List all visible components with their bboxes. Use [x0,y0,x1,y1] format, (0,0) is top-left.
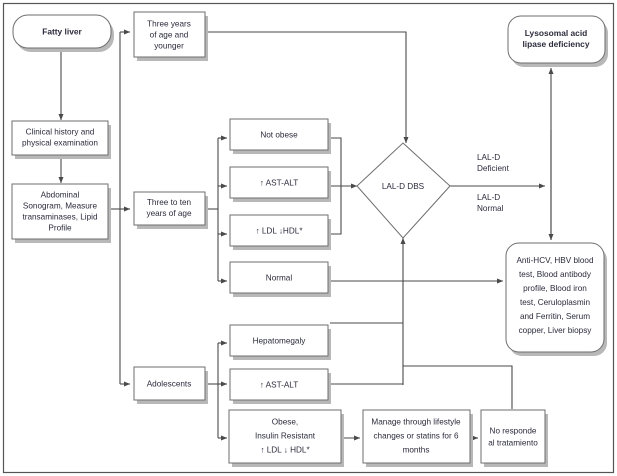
node-obese-insulin-line-0: Obese, [272,418,298,427]
node-normal[interactable]: Normal [229,261,331,297]
node-obese-insulin-line-1: Insulin Resistant [255,432,316,441]
node-anti-hcv-line-3: test, Ceruloplasmin [520,298,591,307]
node-clinical-history[interactable]: Clinical history and physical examinatio… [11,120,111,159]
node-anti-hcv-line-4: and Ferritin, Serum [520,312,590,321]
node-fatty-liver[interactable]: Fatty liver [12,14,114,52]
node-ldl-hdl-child[interactable]: ↑ LDL ↓HDL* [229,214,331,250]
node-three-years-younger-line-1: of age and [150,31,189,40]
edge-label-deficient-line-1: Deficient [477,164,510,173]
node-abdominal-sonogram-line-1: Sonogram, Measure [23,202,98,211]
node-three-to-ten[interactable]: Three to ten years of age [133,191,208,229]
edge-label-normal-line-1: Normal [477,204,504,213]
node-three-to-ten-line-0: Three to ten [147,198,192,207]
node-no-responde[interactable]: No responde al tratamiento [480,409,548,467]
node-lysosomal-line-0: Lysosomal acid [525,28,588,38]
node-anti-hcv-line-5: copper, Liver biopsy [519,326,593,335]
node-no-responde-line-1: al tratamiento [488,439,538,448]
node-three-to-ten-line-1: years of age [146,209,192,218]
node-not-obese-line-0: Not obese [260,131,298,140]
node-adolescents-line-0: Adolescents [147,380,192,389]
connector-layer [58,29,554,441]
node-abdominal-sonogram[interactable]: Abdominal Sonogram, Measure transaminase… [11,183,111,243]
node-anti-hcv-line-0: Anti-HCV, HBV blood [516,256,594,265]
node-ast-alt-child[interactable]: ↑ AST-ALT [229,166,331,202]
node-hepatomegaly-line-0: Hepatomegaly [253,337,307,346]
node-lysosomal[interactable]: Lysosomal acid lipase deficiency [507,15,608,67]
node-manage-lifestyle-line-0: Manage through lifestyle [371,418,461,427]
node-anti-hcv-line-2: profile, Blood iron [523,284,587,293]
node-abdominal-sonogram-line-3: Profile [48,224,72,233]
node-not-obese[interactable]: Not obese [229,118,331,154]
node-hepatomegaly[interactable]: Hepatomegaly [229,324,331,360]
node-obese-insulin-line-2: ↑ LDL ↓ HDL* [260,446,310,455]
node-anti-hcv-line-1: test, Blood antibody [519,270,592,279]
edge-label-lal-d-deficient: LAL-D Deficient [477,153,510,173]
node-no-responde-line-0: No responde [490,427,537,436]
node-three-years-younger-line-2: younger [154,42,184,51]
node-lysosomal-line-1: lipase deficiency [522,39,589,49]
node-lal-d-dbs[interactable]: LAL-D DBS [356,142,451,239]
node-clinical-history-line-1: physical examination [22,139,98,148]
node-anti-hcv[interactable]: Anti-HCV, HBV blood test, Blood antibody… [505,242,607,356]
node-ldl-hdl-child-line-0: ↑ LDL ↓HDL* [255,227,303,236]
edge-threeyears-to-dbs [205,31,409,144]
node-obese-insulin[interactable]: Obese, Insulin Resistant ↑ LDL ↓ HDL* [228,409,344,467]
node-ast-alt-child-line-0: ↑ AST-ALT [260,179,299,188]
node-ast-alt-adolescent[interactable]: ↑ AST-ALT [229,368,331,404]
edge-label-deficient-line-0: LAL-D [477,153,500,162]
node-manage-lifestyle-line-2: months [403,446,430,455]
node-fatty-liver-line-0: Fatty liver [42,27,82,37]
edge-noresponde-to-riser [403,365,513,409]
node-lal-d-dbs-line-0: LAL-D DBS [382,182,425,191]
edge-label-lal-d-normal: LAL-D Normal [477,193,504,213]
node-abdominal-sonogram-line-0: Abdominal [41,191,80,200]
node-three-years-younger-line-0: Three years [147,20,191,29]
node-clinical-history-line-0: Clinical history and [26,128,95,137]
node-ast-alt-adolescent-line-0: ↑ AST-ALT [260,381,299,390]
node-adolescents[interactable]: Adolescents [133,366,208,404]
node-manage-lifestyle-line-1: changes or statins for 6 [373,432,459,441]
edge-label-normal-line-0: LAL-D [477,193,500,202]
node-manage-lifestyle[interactable]: Manage through lifestyle changes or stat… [362,409,473,467]
node-three-years-younger[interactable]: Three years of age and younger [133,11,208,61]
node-normal-line-0: Normal [266,274,293,283]
node-abdominal-sonogram-line-2: transaminases, Lipid [22,213,98,222]
